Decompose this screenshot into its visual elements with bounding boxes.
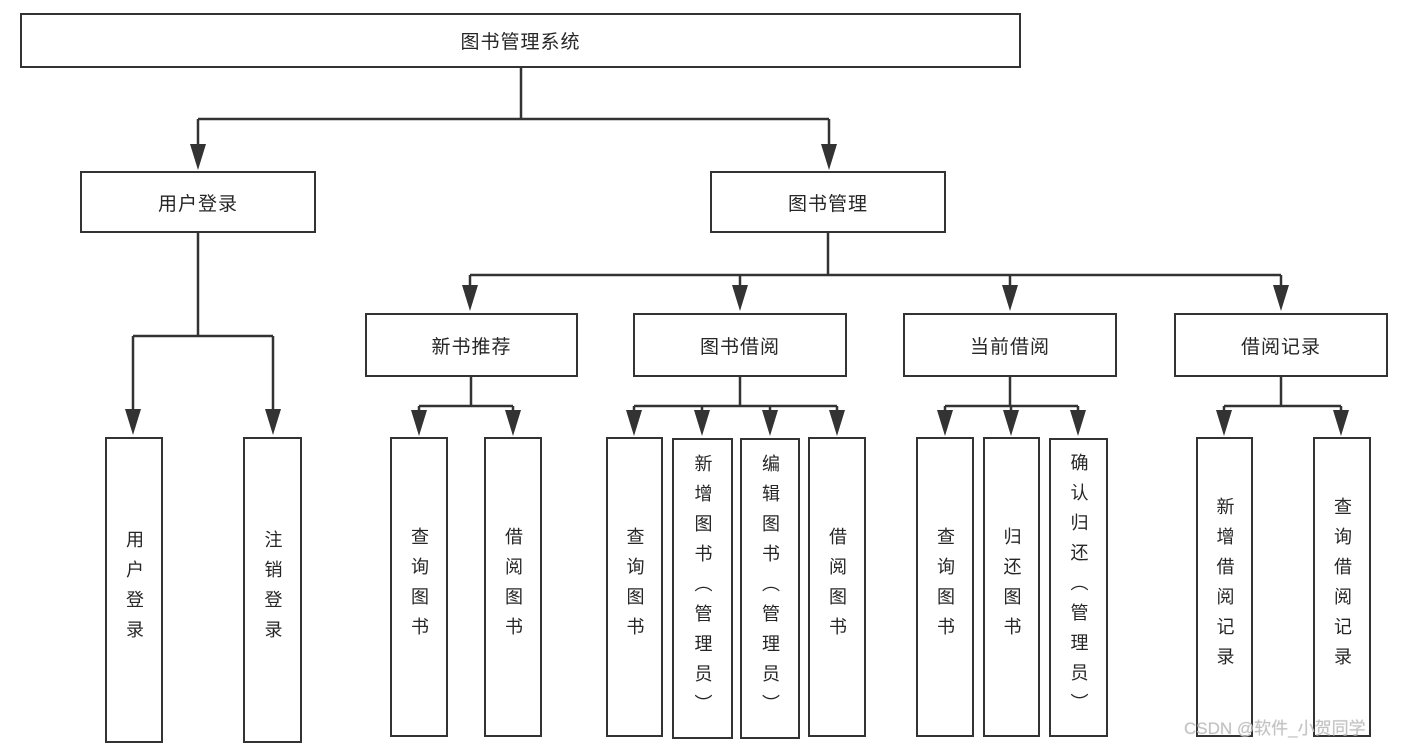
arrow-down-icon — [694, 410, 710, 436]
leaf-borrow-query-books: 查询图书 — [606, 437, 663, 737]
arrowheads — [125, 144, 1349, 436]
arrow-down-icon — [1003, 410, 1019, 436]
node-current-borrow: 当前借阅 — [903, 313, 1117, 377]
node-new-book-recommend-label: 新书推荐 — [431, 336, 512, 358]
arrow-down-icon — [829, 410, 845, 436]
arrow-down-icon — [821, 144, 837, 170]
node-root-label: 图书管理系统 — [460, 32, 581, 53]
leaf-borrow-borrow-books: 借阅图书 — [808, 437, 866, 737]
tree-edges — [131, 68, 1343, 414]
leaf-current-confirm-return-admin: 确认归还（管理员） — [1049, 438, 1108, 737]
node-book-management-label: 图书管理 — [787, 193, 868, 215]
leaf-current-return-books: 归还图书 — [983, 437, 1040, 737]
leaf-records-add-record-label: 新增借阅记录 — [1214, 497, 1235, 677]
leaf-user-login-label: 用户登录 — [124, 530, 144, 650]
csdn-watermark: CSDN @软件_小贺同学 — [1184, 719, 1366, 738]
leaf-borrow-add-books-admin: 新增图书（管理员） — [672, 438, 733, 739]
node-user-login-label: 用户登录 — [157, 193, 238, 215]
arrow-down-icon — [1333, 410, 1349, 436]
leaf-user-login: 用户登录 — [105, 437, 163, 743]
node-root: 图书管理系统 — [20, 13, 1021, 68]
leaf-records-query-record-label: 查询借阅记录 — [1332, 497, 1352, 677]
leaf-borrow-query-books-label: 查询图书 — [624, 527, 645, 647]
leaf-borrow-borrow-books-label: 借阅图书 — [827, 527, 847, 647]
arrow-down-icon — [1216, 410, 1232, 436]
arrow-down-icon — [1273, 285, 1289, 311]
arrow-down-icon — [732, 285, 748, 311]
node-book-borrow-label: 图书借阅 — [699, 336, 780, 358]
leaf-logout-label: 注销登录 — [262, 530, 283, 650]
arrow-down-icon — [505, 410, 521, 436]
arrow-down-icon — [626, 410, 642, 436]
node-borrow-records-label: 借阅记录 — [1240, 336, 1321, 358]
leaf-borrow-edit-books-admin-label: 编辑图书（管理员） — [760, 453, 780, 724]
arrow-down-icon — [462, 285, 478, 311]
arrow-down-icon — [762, 410, 778, 436]
arrow-down-icon — [190, 144, 206, 170]
arrow-down-icon — [411, 410, 427, 436]
leaf-newbooks-query-books-label: 查询图书 — [409, 527, 429, 647]
node-borrow-records: 借阅记录 — [1174, 313, 1388, 377]
node-book-borrow: 图书借阅 — [633, 313, 847, 377]
node-user-login: 用户登录 — [80, 171, 316, 233]
leaf-current-query-books-label: 查询图书 — [935, 527, 955, 647]
leaf-newbooks-borrow-books-label: 借阅图书 — [503, 527, 523, 647]
leaf-records-add-record: 新增借阅记录 — [1196, 437, 1253, 737]
arrow-down-icon — [937, 410, 953, 436]
node-current-borrow-label: 当前借阅 — [969, 336, 1050, 358]
leaf-logout: 注销登录 — [243, 437, 302, 743]
leaf-newbooks-query-books: 查询图书 — [390, 437, 448, 737]
arrow-down-icon — [125, 409, 141, 435]
leaf-newbooks-borrow-books: 借阅图书 — [484, 437, 542, 737]
arrow-down-icon — [1002, 285, 1018, 311]
leaf-current-confirm-return-admin-label: 确认归还（管理员） — [1068, 452, 1089, 723]
node-new-book-recommend: 新书推荐 — [365, 313, 578, 377]
node-book-management: 图书管理 — [710, 171, 946, 233]
leaf-current-query-books: 查询图书 — [916, 437, 974, 737]
leaf-records-query-record: 查询借阅记录 — [1313, 437, 1371, 737]
leaf-borrow-edit-books-admin: 编辑图书（管理员） — [740, 438, 800, 739]
leaf-borrow-add-books-admin-label: 新增图书（管理员） — [692, 453, 713, 724]
leaf-current-return-books-label: 归还图书 — [1001, 527, 1022, 647]
arrow-down-icon — [265, 409, 281, 435]
arrow-down-icon — [1070, 410, 1086, 436]
